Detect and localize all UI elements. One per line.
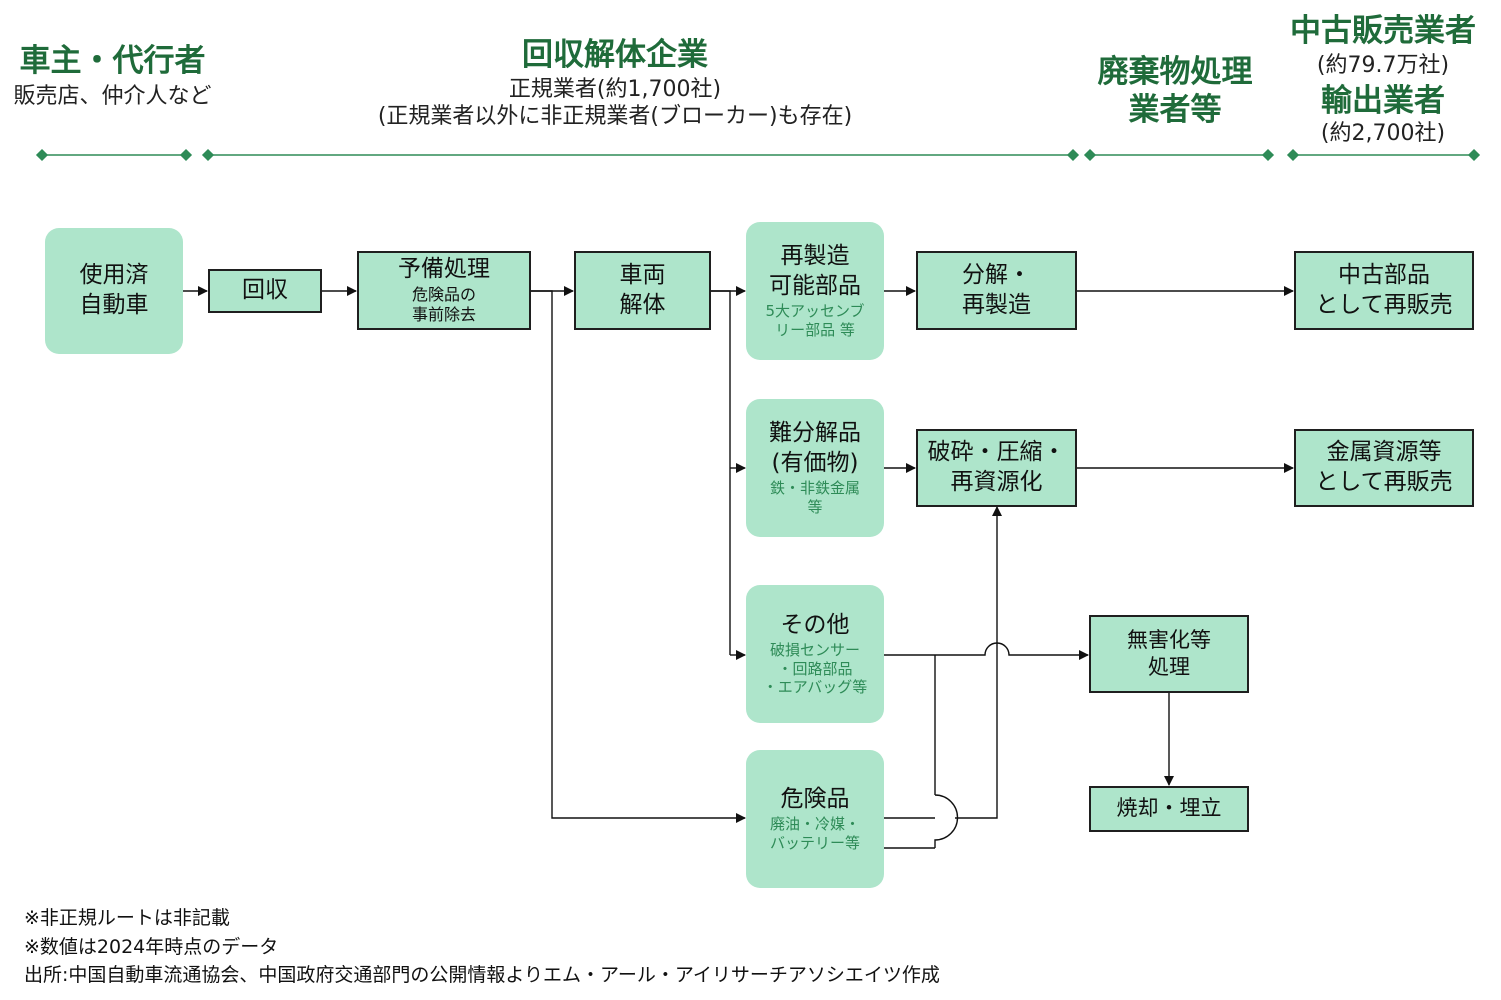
- node-dismantle: 車両 解体: [574, 251, 711, 330]
- node-dismantle-line2: 解体: [619, 291, 666, 318]
- node-used-parts: 中古部品 として再販売: [1294, 251, 1474, 330]
- node-hard-parts: 難分解品 (有価物) 鉄・非鉄金属 等: [746, 399, 884, 537]
- node-pretreat-sub1: 危険品の: [411, 284, 476, 304]
- node-reman-parts-line2: 可能部品: [769, 273, 861, 300]
- node-used-parts-line2: として再販売: [1315, 291, 1453, 318]
- header-used-sub2: (約2,700社): [1320, 121, 1446, 146]
- node-crush-line2: 再資源化: [950, 469, 1043, 495]
- footnote-source: 出所:中国自動車流通協会、中国政府交通部門の公開情報よりエム・アール・アイリサー…: [24, 964, 940, 986]
- node-hard-parts-line1: 難分解品: [769, 420, 861, 447]
- footnote-1: ※非正規ルートは非記載: [24, 907, 230, 929]
- header-owner-sub: 販売店、仲介人など: [13, 84, 212, 109]
- header-used-title1: 中古販売業者: [1290, 13, 1476, 49]
- header-waste-title-1: 廃棄物処理: [1097, 54, 1253, 90]
- node-disassemble: 分解・ 再製造: [916, 251, 1077, 330]
- node-incinerate-label: 焼却・埋立: [1116, 796, 1222, 821]
- node-hazard-sub1: 廃油・冷媒・: [769, 815, 860, 834]
- node-detox-line2: 処理: [1148, 655, 1190, 679]
- node-detox-line1: 無害化等: [1127, 627, 1211, 652]
- header-divider-lines: [35, 148, 1481, 162]
- node-used-car-line2: 自動車: [79, 292, 149, 318]
- header-dismantler-title: 回収解体企業: [522, 37, 708, 73]
- node-other: その他 破損センサー ・回路部品 ・エアバッグ等: [746, 585, 884, 723]
- node-pretreat: 予備処理 危険品の 事前除去: [357, 251, 531, 330]
- node-disassemble-line1: 分解・: [962, 261, 1031, 288]
- footnotes: ※非正規ルートは非記載 ※数値は2024年時点のデータ 出所:中国自動車流通協会…: [24, 904, 1484, 990]
- node-other-sub2: ・回路部品: [777, 659, 853, 678]
- node-hard-parts-sub2: 等: [807, 497, 823, 516]
- header-dismantler-sub1: 正規業者(約1,700社): [508, 77, 722, 102]
- header-waste-title-2: 業者等: [1128, 92, 1222, 128]
- node-hazard: 危険品 廃油・冷媒・ バッテリー等: [746, 750, 884, 888]
- node-incinerate: 焼却・埋立: [1089, 786, 1249, 832]
- node-used-car-line1: 使用済: [79, 262, 149, 289]
- node-hard-parts-line2: (有価物): [771, 450, 859, 477]
- node-metal-line1: 金属資源等: [1326, 439, 1442, 466]
- node-collect: 回収: [208, 269, 322, 313]
- node-reman-parts: 再製造 可能部品 5大アッセンブ リー部品 等: [746, 222, 884, 360]
- footnote-2: ※数値は2024年時点のデータ: [24, 935, 279, 958]
- header-owner-title: 車主・代行者: [19, 43, 206, 79]
- header-used-title2: 輸出業者: [1321, 83, 1445, 119]
- node-pretreat-sub2: 事前除去: [411, 305, 476, 325]
- node-crush: 破砕・圧縮・ 再資源化: [916, 429, 1077, 507]
- header-used-sub1: (約79.7万社): [1316, 53, 1450, 78]
- node-used-car: 使用済 自動車: [45, 228, 183, 354]
- node-reman-parts-sub1: 5大アッセンブ: [765, 302, 865, 321]
- node-reman-parts-line1: 再製造: [780, 243, 850, 270]
- node-crush-line1: 破砕・圧縮・: [927, 439, 1066, 466]
- node-dismantle-line1: 車両: [619, 261, 666, 288]
- node-metal-line2: として再販売: [1315, 469, 1453, 495]
- node-detox: 無害化等 処理: [1089, 615, 1249, 693]
- node-hazard-sub2: バッテリー等: [769, 833, 860, 852]
- node-other-sub3: ・エアバッグ等: [762, 678, 868, 697]
- header-dismantler-sub2: (正規業者以外に非正規業者(ブローカー)も存在): [377, 104, 853, 129]
- node-other-sub1: 破損センサー: [769, 640, 860, 659]
- node-disassemble-line2: 再製造: [962, 291, 1031, 318]
- node-collect-label: 回収: [242, 277, 288, 304]
- node-hard-parts-sub1: 鉄・非鉄金属: [769, 479, 860, 498]
- node-metal: 金属資源等 として再販売: [1294, 429, 1474, 507]
- node-used-parts-line1: 中古部品: [1338, 261, 1430, 288]
- node-reman-parts-sub2: リー部品 等: [775, 320, 855, 339]
- node-pretreat-title: 予備処理: [398, 255, 490, 282]
- node-other-line1: その他: [780, 611, 850, 638]
- node-hazard-line1: 危険品: [780, 786, 850, 813]
